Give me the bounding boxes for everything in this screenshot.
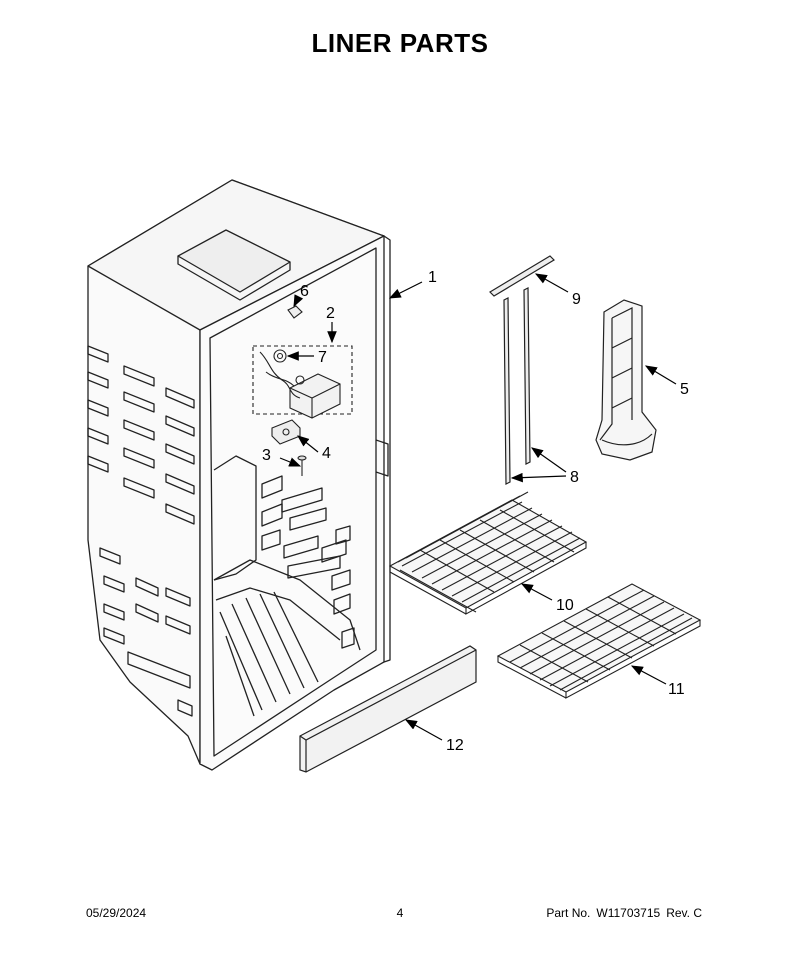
callout-1: 1 <box>428 269 437 286</box>
trim-part-12-illustration <box>299 645 477 773</box>
strips-part-8-illustration <box>503 287 531 485</box>
page-title: LINER PARTS <box>311 28 489 58</box>
leader-10 <box>520 583 553 601</box>
footer-page-number: 4 <box>396 906 404 920</box>
leader-9 <box>534 273 569 293</box>
callout-4: 4 <box>322 445 331 462</box>
leader-11 <box>630 665 667 685</box>
duct-cover-part-5-illustration <box>595 299 657 461</box>
footer-revision: Rev. C <box>666 906 702 920</box>
leader-5 <box>644 365 677 385</box>
callout-2: 2 <box>326 305 335 322</box>
callout-12: 12 <box>446 737 464 754</box>
leader-8a <box>531 447 567 473</box>
footer-date: 05/29/2024 <box>86 906 147 920</box>
callout-10: 10 <box>556 597 574 614</box>
leader-3 <box>279 457 302 467</box>
footer-part-info: Part No. W11703715 Rev. C <box>546 906 702 920</box>
callout-11: 11 <box>668 681 685 698</box>
callout-7: 7 <box>318 349 327 366</box>
callout-9: 9 <box>572 291 581 308</box>
callout-6: 6 <box>300 283 309 300</box>
leader-1 <box>388 281 423 299</box>
callout-8: 8 <box>570 469 579 486</box>
callout-5: 5 <box>680 381 689 398</box>
leader-4 <box>297 435 319 453</box>
control-housing-illustration <box>252 345 353 419</box>
callout-3: 3 <box>262 447 271 464</box>
strip-part-9-illustration <box>489 255 555 297</box>
liner-illustration <box>87 179 391 771</box>
callout-numbers: 1 2 3 4 5 6 7 8 9 10 11 12 <box>262 269 689 754</box>
callout-leaders <box>279 273 677 741</box>
footer-part-number: W11703715 <box>596 906 661 920</box>
leader-12 <box>404 719 443 741</box>
leader-6 <box>293 294 304 308</box>
leader-8b <box>510 472 567 483</box>
wire-shelf-part-11-illustration <box>496 583 702 699</box>
footer-part-label: Part No. <box>546 906 591 920</box>
wire-shelf-part-10-illustration <box>388 491 588 615</box>
